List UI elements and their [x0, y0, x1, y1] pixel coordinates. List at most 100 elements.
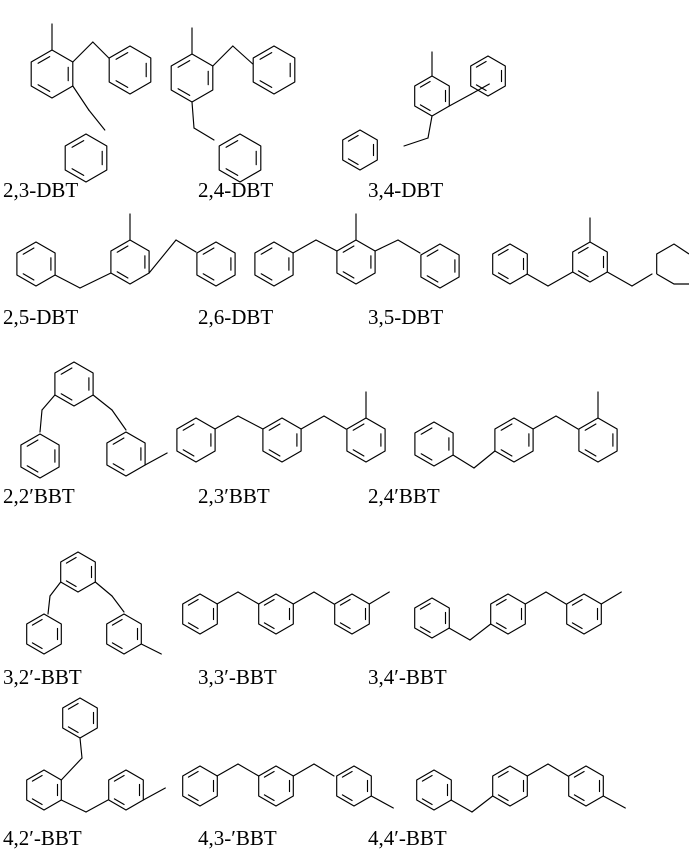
double-bond — [115, 80, 129, 88]
tolyl-ring — [568, 765, 604, 807]
label-3-3-bbt: 3,3′-BBT — [198, 665, 277, 689]
double-bond — [26, 465, 39, 473]
double-bond — [573, 770, 585, 778]
ring-outline — [182, 593, 218, 635]
ring-outline — [470, 55, 506, 97]
methylene-bond — [47, 595, 51, 615]
double-bond — [584, 449, 597, 457]
double-bond — [31, 642, 43, 650]
double-bond — [225, 140, 239, 148]
benzyl-ring — [414, 597, 450, 639]
label-2-4-dbt: 2,4-DBT — [198, 178, 274, 202]
double-bond — [65, 556, 77, 564]
methylene-bond — [526, 763, 549, 777]
methylene-bond — [547, 763, 569, 777]
central-ring — [490, 593, 526, 635]
tolyl-ring — [578, 417, 618, 463]
tolyl-ring — [106, 613, 142, 655]
double-bond — [426, 275, 439, 283]
ring-outline — [492, 765, 528, 807]
double-bond — [187, 770, 199, 778]
tolyl-ring — [346, 417, 386, 463]
double-bond — [37, 84, 51, 92]
ring-outline — [108, 45, 152, 95]
methylene-bond — [85, 799, 109, 813]
ring-outline — [416, 769, 452, 811]
double-bond — [577, 246, 589, 254]
structure-2-4-bbt — [414, 391, 618, 469]
double-bond — [187, 622, 199, 630]
structure-4-4-bbt — [416, 763, 626, 813]
double-bond — [202, 247, 215, 255]
double-bond — [475, 84, 487, 92]
double-bond — [71, 168, 85, 176]
double-bond — [352, 423, 365, 431]
methyl-bond — [144, 452, 168, 466]
double-bond — [113, 798, 125, 806]
central-ring — [414, 75, 450, 117]
double-bond — [268, 449, 281, 457]
methylene-bond — [216, 591, 239, 605]
double-bond — [426, 249, 439, 257]
double-bond — [268, 423, 281, 431]
central-ring — [60, 551, 96, 593]
methylene-bond — [49, 581, 62, 597]
central-ring — [258, 593, 294, 635]
structure-3-2-bbt — [26, 551, 162, 655]
central-ring — [492, 765, 528, 807]
benzyl-ring — [20, 433, 60, 479]
methylene-bond — [323, 415, 347, 430]
ring-outline — [334, 593, 370, 635]
methylene-bond — [216, 763, 239, 777]
double-bond — [263, 794, 275, 802]
double-bond — [341, 770, 353, 778]
methylene-bond — [473, 450, 496, 469]
structure-2-6-dbt — [254, 213, 460, 289]
double-bond — [421, 774, 433, 782]
structure-3-4-dbt — [342, 51, 506, 171]
ring-outline — [492, 243, 528, 285]
methylene-bond — [148, 239, 177, 274]
methylene-bond — [212, 45, 234, 67]
central-ring — [494, 417, 534, 463]
methyl-bond — [368, 591, 390, 605]
methylene-bond — [315, 239, 338, 252]
methylene-bond — [237, 763, 260, 777]
double-bond — [187, 794, 199, 802]
methylene-bond — [54, 274, 81, 289]
double-bond — [352, 449, 365, 457]
double-bond — [67, 726, 79, 734]
benzyl-ring — [420, 243, 460, 289]
partial-benzyl-ring — [656, 243, 689, 274]
methylene-bond — [448, 627, 471, 641]
ring-outline — [414, 421, 454, 467]
double-bond — [65, 580, 77, 588]
double-bond — [339, 598, 351, 606]
double-bond — [500, 449, 513, 457]
ring-outline — [572, 241, 608, 283]
ring-outline — [30, 49, 74, 99]
benzyl-ring — [176, 417, 216, 463]
structure-2-4-dbt — [170, 27, 296, 183]
benzyl-ring — [64, 133, 108, 183]
double-bond — [225, 168, 239, 176]
methylene-bond — [524, 591, 547, 605]
double-bond — [263, 598, 275, 606]
double-bond — [419, 104, 431, 112]
double-bond — [571, 622, 583, 630]
label-2-2-bbt: 2,2′BBT — [3, 484, 75, 508]
benzyl-ring — [26, 613, 62, 655]
double-bond — [497, 794, 509, 802]
label-2-4-bbt: 2,4′BBT — [368, 484, 440, 508]
tolyl-ring — [336, 765, 372, 807]
double-bond — [497, 770, 509, 778]
benzyl-ring — [218, 133, 262, 183]
double-bond — [116, 245, 129, 253]
double-bond — [113, 774, 125, 782]
label-2-6-dbt: 2,6-DBT — [198, 305, 274, 329]
structure-3-5-dbt-extra — [492, 217, 689, 287]
ring-outline — [414, 597, 450, 639]
methylene-bond — [72, 85, 90, 111]
double-bond — [263, 770, 275, 778]
